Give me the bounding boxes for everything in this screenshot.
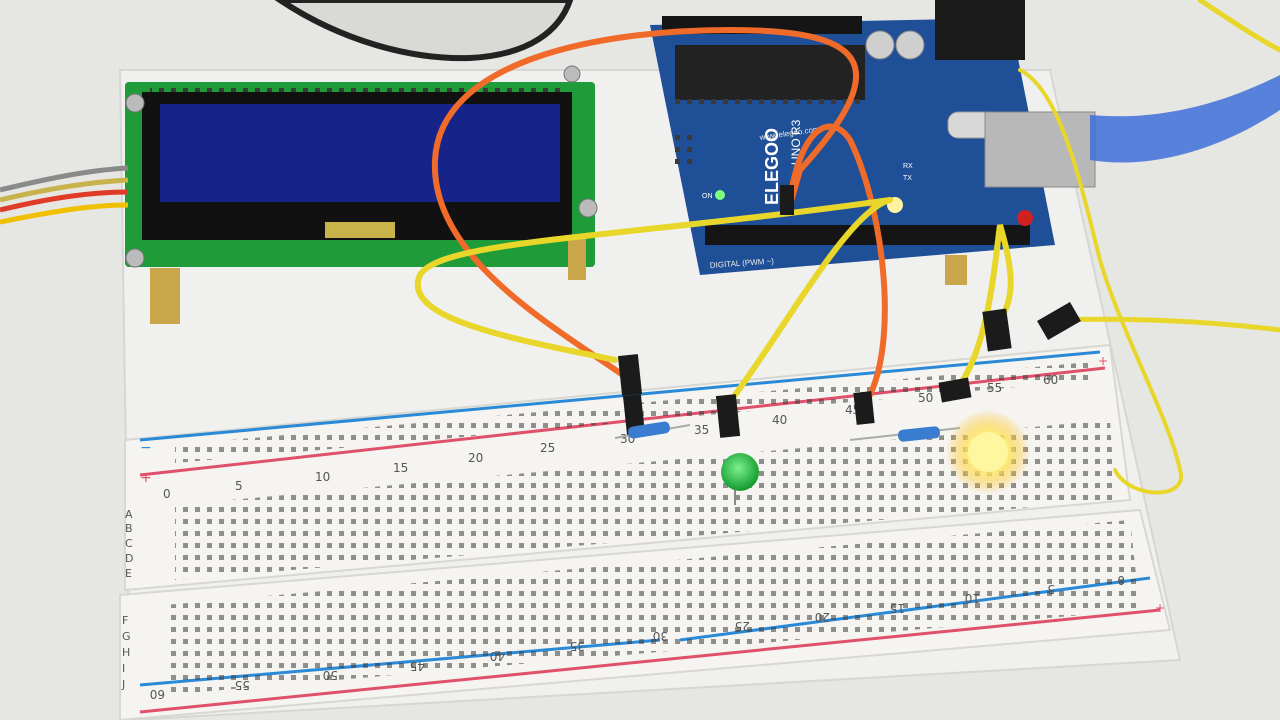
- standoff: [150, 268, 180, 324]
- row-letter: I: [122, 662, 125, 675]
- power-jack: [935, 0, 1025, 60]
- capacitor: [865, 30, 895, 60]
- yellow-wire: [732, 197, 893, 398]
- lcd-module: [125, 65, 598, 324]
- column-number: 55: [987, 381, 1002, 395]
- yellow-wire: [414, 197, 893, 363]
- connector: [780, 185, 794, 215]
- yellow-led: [946, 410, 1030, 494]
- usb-cable: [1090, 75, 1280, 163]
- column-number: 50: [323, 668, 338, 682]
- lcd-screen: [160, 104, 560, 202]
- column-number: 25: [540, 441, 555, 455]
- column-number: 15: [890, 601, 905, 615]
- standoff: [945, 255, 967, 285]
- screw-icon: [125, 248, 145, 268]
- atmega-chip: [675, 45, 865, 100]
- screw-icon: [578, 198, 598, 218]
- column-number: 35: [570, 639, 585, 653]
- column-number: 60: [1043, 373, 1058, 387]
- standoff: [568, 235, 586, 280]
- lcd-label-sticker: [325, 222, 395, 238]
- column-number: 5: [1047, 582, 1055, 596]
- column-number: 40: [490, 649, 505, 663]
- connector: [938, 377, 972, 403]
- row-letter: D: [125, 552, 133, 565]
- tx-label: TX: [903, 175, 912, 182]
- row-letter: B: [125, 522, 133, 535]
- reset-button: [1017, 210, 1033, 226]
- top-column-numbers: 0 5 10 15 20 25 30 35 40 45 50 55 60: [163, 373, 1058, 501]
- green-led: [721, 453, 759, 505]
- column-number: 20: [815, 610, 830, 624]
- connector: [622, 394, 646, 436]
- connector: [1037, 301, 1081, 341]
- jumper-wires: [414, 0, 1280, 495]
- screw-icon: [125, 93, 145, 113]
- on-label: ON: [702, 193, 713, 200]
- connector: [982, 308, 1012, 352]
- resistor: [849, 426, 961, 442]
- column-number: 50: [918, 391, 933, 405]
- row-letter: A: [125, 508, 133, 521]
- yellow-wire: [957, 224, 1014, 388]
- column-number: 20: [468, 451, 483, 465]
- plus-sign: +: [1155, 601, 1165, 615]
- resistor: [614, 421, 691, 439]
- column-number: 5: [235, 479, 243, 493]
- row-letter: H: [122, 646, 130, 659]
- wire-connectors: [617, 185, 1081, 438]
- icsp-pins: [675, 130, 699, 164]
- connector: [715, 394, 741, 438]
- orange-wire: [787, 123, 888, 398]
- column-number: 55: [235, 678, 250, 692]
- bottom-column-numbers: 60 55 50 45 40 35 30 25 20 15 10 5 0: [150, 573, 1125, 701]
- orange-wire: [431, 26, 860, 383]
- row-letters-top: A B C D E: [125, 508, 133, 580]
- lcd-wires: [0, 165, 129, 225]
- arduino-brand: ELEGOO: [762, 128, 782, 205]
- lcd-pins: [150, 88, 560, 98]
- column-number: 60: [150, 687, 165, 701]
- screw-icon: [563, 65, 581, 83]
- row-letter: F: [122, 614, 128, 627]
- column-number: 10: [315, 470, 330, 484]
- row-letters-bottom: F G H I J: [121, 614, 131, 691]
- hole-field: [165, 520, 1140, 695]
- rail-blue-line: [139, 350, 1101, 442]
- column-number: 15: [393, 461, 408, 475]
- chip-socket: [675, 92, 865, 106]
- hole-field: [175, 420, 1115, 580]
- minus-sign: −: [140, 440, 152, 456]
- header-label: DIGITAL (PWM ~): [710, 257, 775, 270]
- yellow-wire: [1018, 68, 1184, 495]
- capacitor: [895, 30, 925, 60]
- plus-sign: +: [1098, 354, 1108, 368]
- column-number: 40: [772, 413, 787, 427]
- connector: [617, 354, 643, 396]
- column-number: 30: [653, 629, 668, 643]
- column-number: 35: [694, 423, 709, 437]
- yellow-wire: [1197, 0, 1280, 53]
- row-letter: G: [122, 630, 131, 643]
- column-number: 25: [735, 619, 750, 633]
- yellow-wire: [1057, 316, 1280, 333]
- column-number: 0: [163, 487, 171, 501]
- rx-label: RX: [903, 163, 913, 170]
- plus-sign: +: [140, 470, 152, 486]
- connector: [853, 391, 875, 425]
- column-number: 0: [1117, 573, 1125, 587]
- row-letter: C: [125, 537, 133, 550]
- bottom-header: [705, 225, 1030, 245]
- rail-red-line: [139, 608, 1161, 714]
- row-letter: J: [121, 678, 125, 691]
- mousepad: [274, 0, 574, 62]
- column-number: 45: [410, 659, 425, 673]
- row-letter: E: [125, 567, 132, 580]
- on-led-icon: [715, 190, 725, 200]
- column-number: 10: [965, 591, 980, 605]
